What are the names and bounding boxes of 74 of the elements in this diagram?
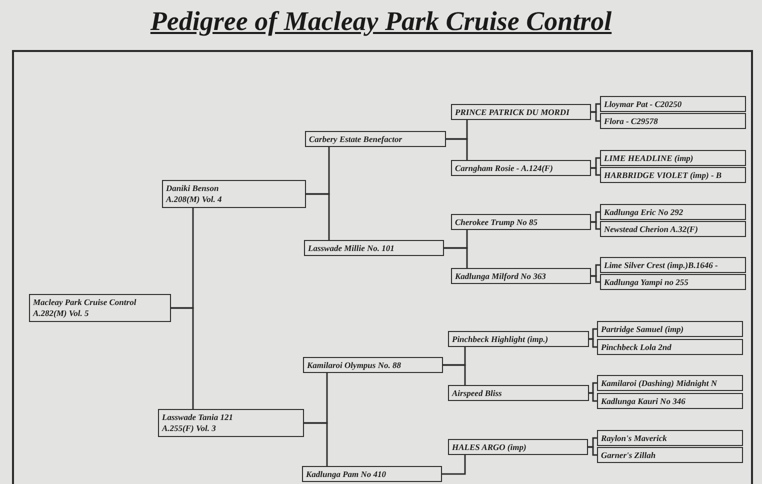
pedigree-box <box>162 180 306 208</box>
pedigree-box <box>302 466 442 482</box>
pedigree-box <box>600 257 746 273</box>
pedigree-box <box>158 409 304 437</box>
pedigree-connector <box>443 364 466 385</box>
animal-name: Daniki Benson <box>166 183 220 194</box>
pedigree-box <box>600 274 746 290</box>
animal-name: Garner's Zillah <box>601 450 657 460</box>
animal-name: Kamilaroi Olympus No. 88 <box>307 360 402 370</box>
animal-name: Airspeed Bliss <box>452 388 503 398</box>
animal-name: HARBRIDGE VIOLET (imp) - B <box>604 170 723 180</box>
pedigree-box <box>600 167 746 183</box>
pedigree-connector <box>304 422 328 466</box>
pedigree-box <box>305 131 446 147</box>
pedigree-box <box>600 221 746 237</box>
animal-name: Pinchbeck Lola 2nd <box>601 342 672 352</box>
animal-name: PRINCE PATRICK DU MORDI <box>455 106 570 118</box>
pedigree-box <box>597 321 743 337</box>
animal-name: A.208(M) Vol. 4 <box>166 194 223 205</box>
animal-name: Kadlunga Milford No 363 <box>455 270 547 282</box>
pedigree-box <box>448 331 589 347</box>
animal-name: Lime Silver Crest (imp.)B.1646 - <box>604 260 719 270</box>
pedigree-connector <box>171 307 194 409</box>
pedigree-connector <box>591 221 600 230</box>
animal-name: Partridge Samuel (imp) <box>601 324 685 334</box>
pedigree-box <box>448 385 589 401</box>
pedigree-box <box>597 375 743 391</box>
pedigree-box <box>451 214 591 230</box>
animal-name: Kadlunga Eric No 292 <box>604 206 684 218</box>
pedigree-connector <box>442 455 466 475</box>
animal-name: Carngham Rosie - A.124(F) <box>455 162 554 174</box>
animal-name: LIME HEADLINE (imp) <box>604 152 694 164</box>
diagram-title: Pedigree of Macleay Park Cruise Control <box>149 5 613 38</box>
pedigree-connector <box>446 138 468 160</box>
animal-name: Raylon's Maverick <box>601 432 668 444</box>
animal-name: A.282(M) Vol. 5 <box>33 308 90 319</box>
pedigree-box <box>451 160 591 176</box>
pedigree-box <box>600 204 746 220</box>
pedigree-box <box>303 357 443 373</box>
animal-name: Kamilaroi (Dashing) Midnight N <box>601 378 718 388</box>
animal-name: Pinchbeck Highlight (imp.) <box>452 334 550 344</box>
pedigree-connector <box>444 247 468 268</box>
pedigree-connector <box>591 275 600 283</box>
animal-name: Lasswade Millie No. 101 <box>308 242 396 254</box>
pedigree-connector <box>591 111 600 122</box>
pedigree-box <box>600 113 746 129</box>
pedigree-connector <box>591 167 600 176</box>
pedigree-connector <box>306 193 330 240</box>
pedigree-box <box>597 393 743 409</box>
animal-name: Newstead Cherion A.32(F) <box>604 224 699 234</box>
pedigree-box <box>29 294 171 322</box>
animal-name: Macleay Park Cruise Control <box>33 297 138 308</box>
pedigree-box <box>448 439 588 455</box>
animal-name: Lasswade Tania 121 <box>162 412 234 423</box>
pedigree-connector <box>589 392 597 402</box>
animal-name: Cherokee Trump No 85 <box>455 216 539 228</box>
pedigree-box <box>451 268 591 284</box>
pedigree-box <box>304 240 444 256</box>
animal-name: Lloymar Pat - C20250 <box>604 98 683 110</box>
pedigree-box <box>600 96 746 112</box>
pedigree-box <box>600 150 746 166</box>
pedigree-connector <box>589 338 597 348</box>
animal-name: Kadlunga Yampi no 255 <box>604 276 690 288</box>
pedigree-connector <box>588 446 597 456</box>
animal-name: A.255(F) Vol. 3 <box>162 423 217 434</box>
pedigree-box <box>597 447 743 463</box>
pedigree-box <box>597 339 743 355</box>
animal-name: Flora - C29578 <box>604 116 659 126</box>
animal-name: Kadlunga Kauri No 346 <box>601 396 686 406</box>
pedigree-box <box>597 430 743 446</box>
animal-name: Carbery Estate Benefactor <box>309 134 404 144</box>
pedigree-box <box>451 104 591 120</box>
animal-name: Kadlunga Pam No 410 <box>306 468 388 480</box>
animal-name: HALES ARGO (imp) <box>452 442 528 452</box>
